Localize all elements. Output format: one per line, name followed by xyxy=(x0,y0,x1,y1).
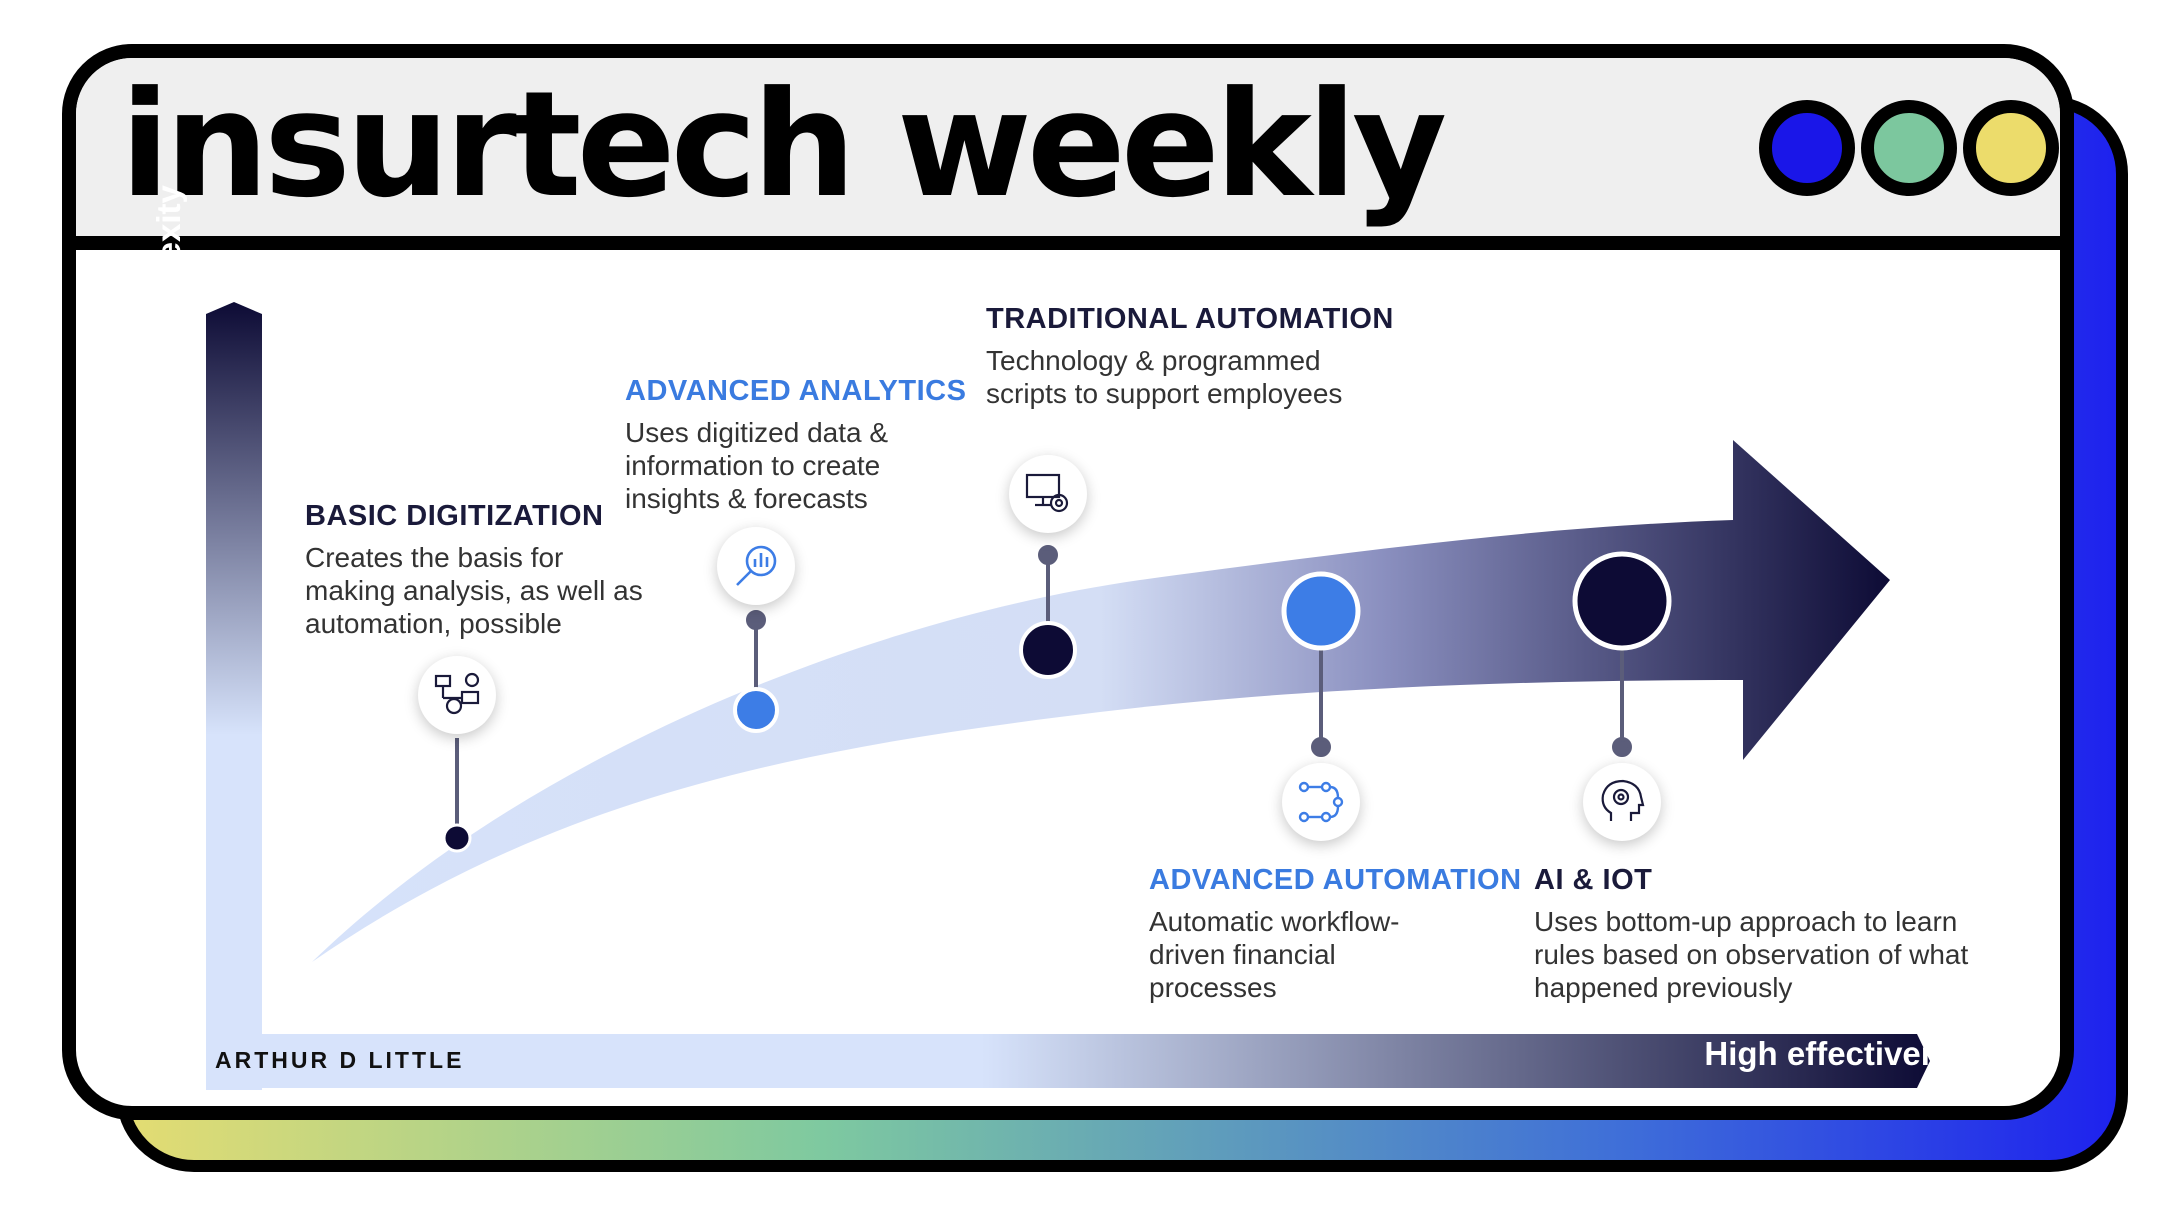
analytics-magnifier-icon xyxy=(717,527,795,605)
stage-title: TRADITIONAL AUTOMATION xyxy=(986,303,1394,335)
stage-advanced-automation: ADVANCED AUTOMATION Automatic workflow-d… xyxy=(1149,864,1522,1004)
milestone-dot-1 xyxy=(442,823,472,853)
monitor-gear-icon xyxy=(1009,455,1087,533)
stage-advanced-analytics: ADVANCED ANALYTICS Uses digitized data &… xyxy=(625,375,966,515)
stage-title: ADVANCED ANALYTICS xyxy=(625,375,967,407)
stage-description: Uses bottom-up approach to learn rules b… xyxy=(1534,906,1969,1003)
window-dot-green xyxy=(1861,100,1957,196)
stage-description: Creates the basis for making analysis, a… xyxy=(305,542,643,639)
milestone-dot-3 xyxy=(1019,621,1077,679)
milestone-dot-5 xyxy=(1572,551,1672,651)
brain-gear-icon xyxy=(1583,763,1661,841)
digitization-icon xyxy=(418,656,496,734)
x-axis-label: High effectiveness xyxy=(1704,1035,1996,1072)
stage-description: Automatic workflow-driven financial proc… xyxy=(1149,906,1400,1003)
y-axis-label: High complexity xyxy=(150,185,187,440)
x-axis-bar xyxy=(206,1034,1930,1088)
milestone-dot-4 xyxy=(1281,571,1361,651)
window-dot-yellow xyxy=(1963,100,2059,196)
connectors xyxy=(455,545,1632,838)
stage-title: ADVANCED AUTOMATION xyxy=(1149,864,1522,896)
stage-traditional-automation: TRADITIONAL AUTOMATION Technology & prog… xyxy=(986,303,1406,410)
stage-title: BASIC DIGITIZATION xyxy=(305,500,604,532)
page-title: insurtech weekly xyxy=(120,60,1447,230)
y-axis-bar xyxy=(206,302,262,1090)
stage-description: Technology & programmed scripts to suppo… xyxy=(986,345,1343,409)
progress-arrow xyxy=(312,440,1890,962)
stage-ai-iot: AI & IOT Uses bottom-up approach to lear… xyxy=(1534,864,1994,1004)
stage-description: Uses digitized data & information to cre… xyxy=(625,417,889,514)
arthur-d-little-logo: ARTHUR D LITTLE xyxy=(215,1047,465,1073)
workflow-icon xyxy=(1282,763,1360,841)
milestone-dot-2 xyxy=(733,687,779,733)
stage-title: AI & IOT xyxy=(1534,864,1653,896)
stage-basic-digitization: BASIC DIGITIZATION Creates the basis for… xyxy=(305,500,645,640)
title-bar: insurtech weekly xyxy=(76,58,2060,250)
